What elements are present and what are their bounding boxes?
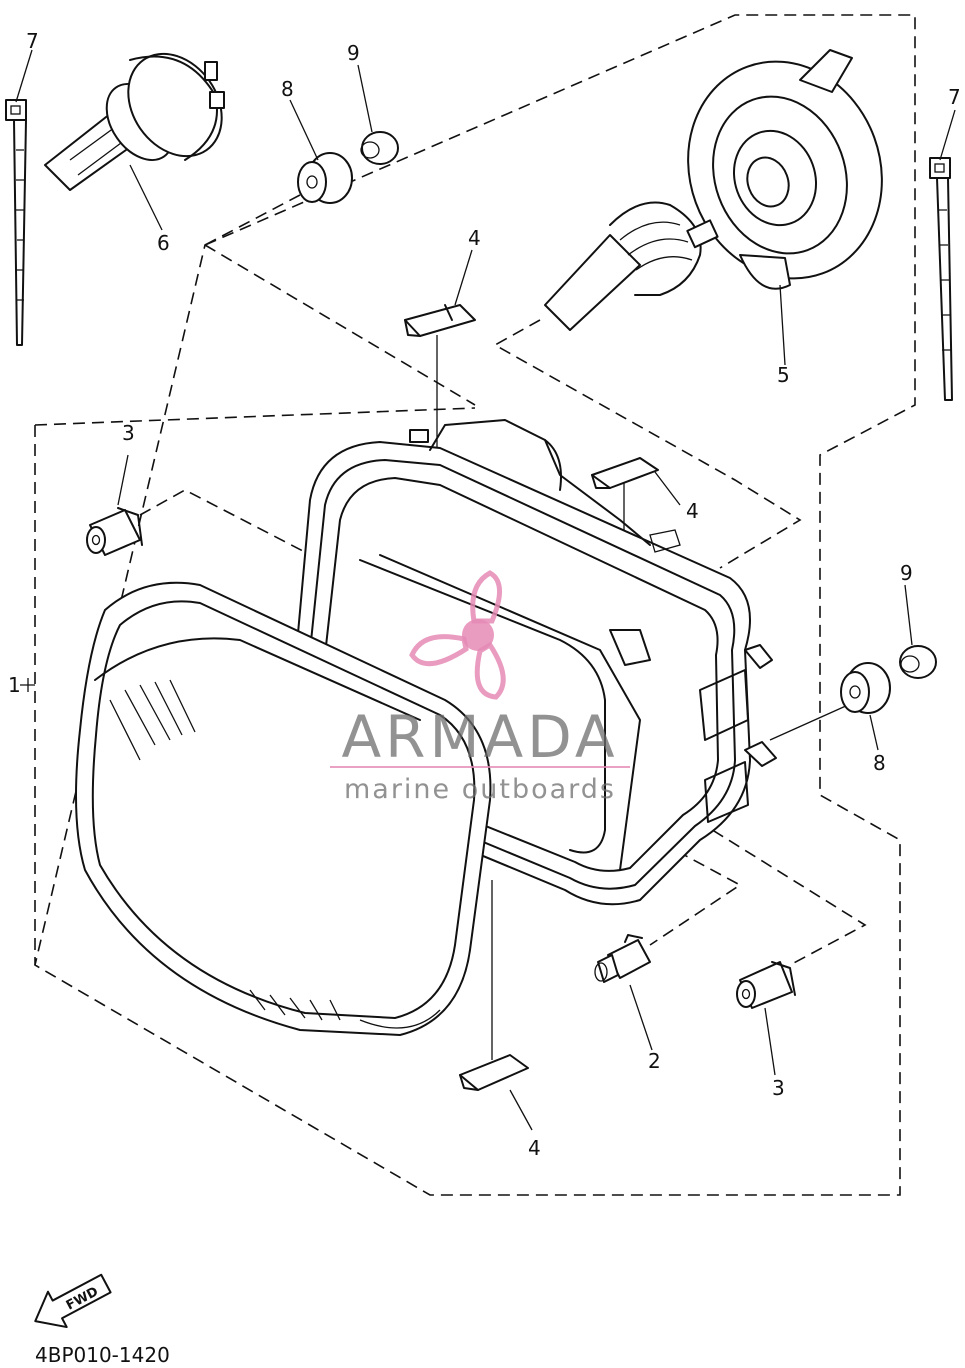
headlight-lens <box>75 581 492 1036</box>
position-bolt-right <box>736 961 796 1009</box>
leader-line <box>117 454 129 506</box>
part-label-3-left: 3 <box>122 421 135 445</box>
nut-top <box>360 131 399 165</box>
halogen-bulb <box>44 52 225 191</box>
leader-line <box>289 99 319 161</box>
mounting-clip-top <box>404 304 476 337</box>
leader-line <box>357 64 373 133</box>
propeller-logo-icon <box>409 570 506 700</box>
leader-line <box>904 584 913 646</box>
watermark: ARMADA marine outboards <box>330 570 630 805</box>
assembly-dashed-outline <box>34 14 916 1196</box>
rubber-grommet-top <box>297 152 353 204</box>
leader-line <box>869 714 879 751</box>
leader-line <box>629 984 653 1051</box>
leader-line <box>654 471 681 506</box>
cable-tie-right <box>929 157 953 401</box>
leader-line <box>129 164 163 231</box>
mounting-clip-bottom <box>459 1054 529 1091</box>
leader-line <box>15 49 33 103</box>
dashed-guide-line <box>493 319 802 569</box>
part-label-4-middle: 4 <box>686 499 699 523</box>
part-label-8-top: 8 <box>281 77 294 101</box>
dashed-guide-line <box>204 244 476 406</box>
mounting-clip-middle <box>591 457 659 489</box>
part-label-9-top: 9 <box>347 41 360 65</box>
part-label-9-right: 9 <box>900 561 913 585</box>
cable-tie-left <box>5 99 27 346</box>
position-bulb-socket <box>544 49 883 331</box>
leader-line <box>764 1007 776 1076</box>
position-bolt-left <box>86 507 143 556</box>
dashed-guide-line <box>204 194 301 246</box>
leader-line <box>779 284 786 366</box>
guide-line <box>769 704 849 741</box>
nut-right <box>899 645 937 679</box>
leader-line <box>454 249 473 306</box>
watermark-title: ARMADA <box>341 703 618 771</box>
watermark-subtitle: marine outboards <box>344 774 616 805</box>
fwd-arrow-icon: FWD <box>34 1273 112 1329</box>
part-label-7-right: 7 <box>948 85 961 109</box>
part-label-4-top: 4 <box>468 226 481 250</box>
rubber-grommet-right <box>840 662 891 714</box>
part-label-1: 1 <box>8 673 21 697</box>
part-label-3-right: 3 <box>772 1076 785 1100</box>
diagram-code: 4BP010-1420 <box>35 1343 170 1367</box>
leader-line <box>509 1089 533 1131</box>
part-label-7-left: 7 <box>26 29 39 53</box>
part-label-8-right: 8 <box>873 751 886 775</box>
leader-line <box>939 109 956 161</box>
part-label-4-bottom: 4 <box>528 1136 541 1160</box>
part-label-5: 5 <box>777 363 790 387</box>
leader-line <box>20 678 35 692</box>
part-label-2: 2 <box>648 1049 661 1073</box>
part-label-6: 6 <box>157 231 170 255</box>
beam-adjuster <box>594 934 651 983</box>
